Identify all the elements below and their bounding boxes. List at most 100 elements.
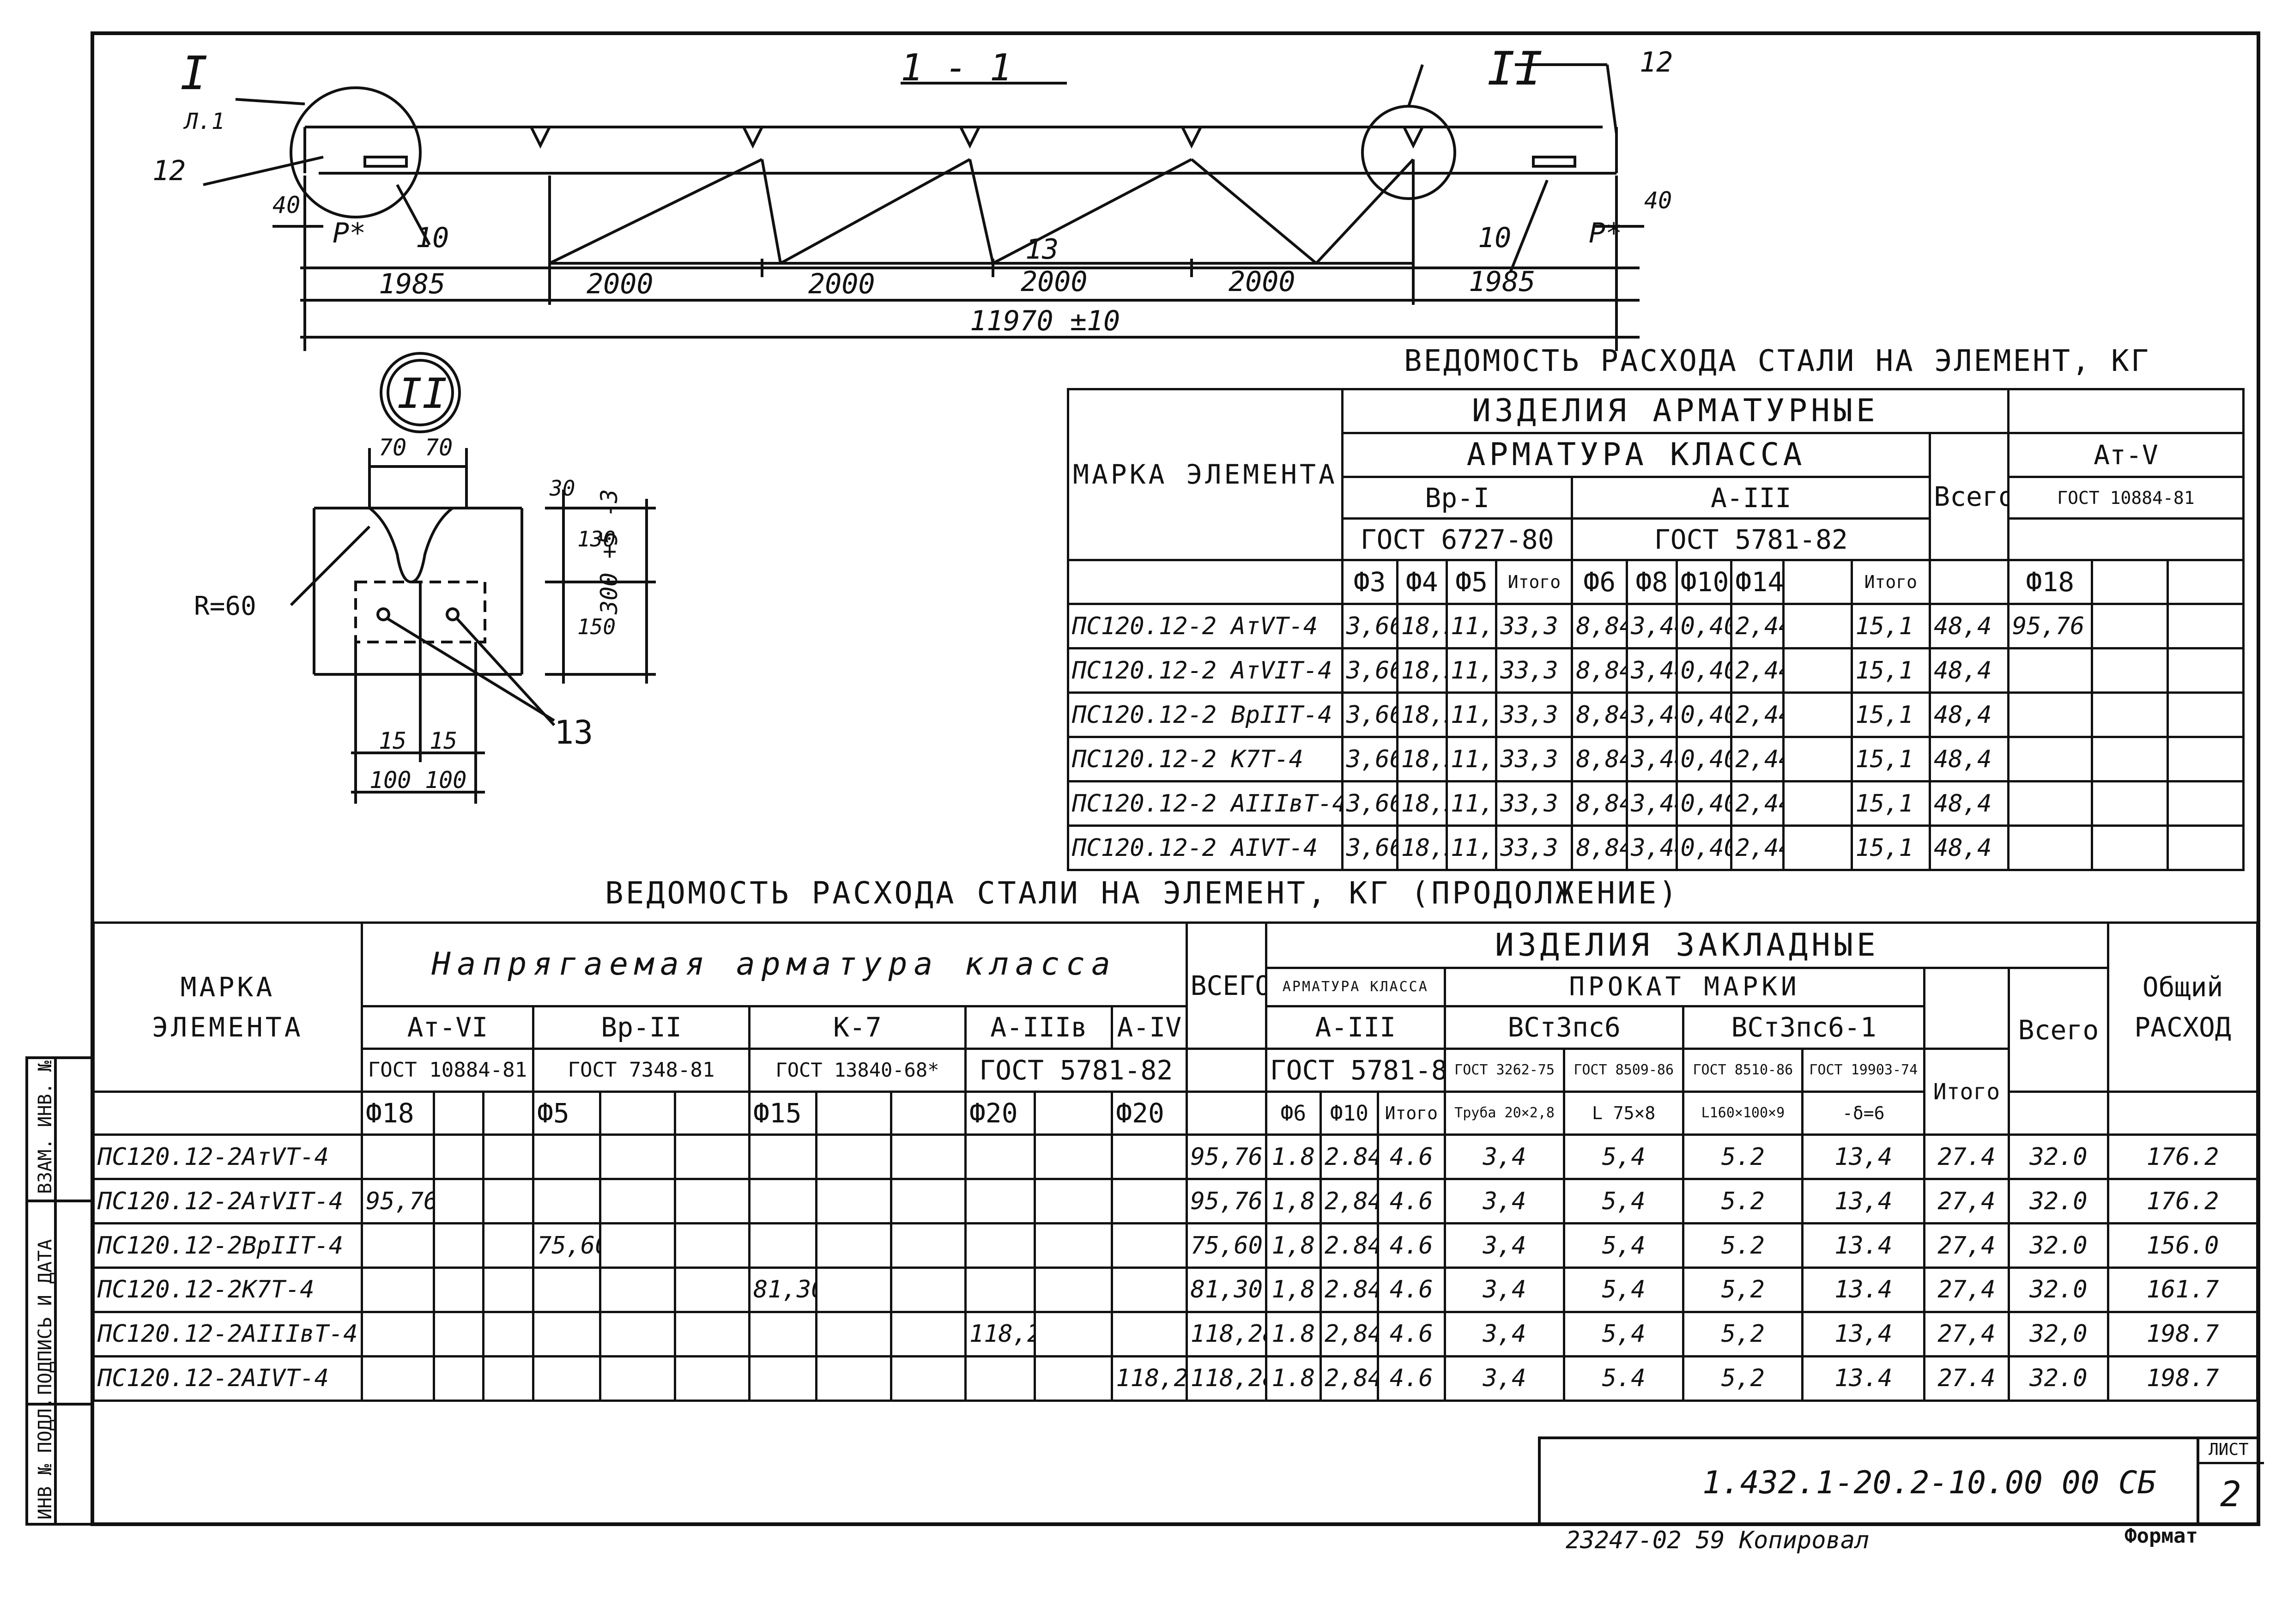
t2-h-g3: ГОСТ 13840-68* <box>748 1048 967 1093</box>
cell <box>360 1133 435 1181</box>
cell <box>2166 691 2245 738</box>
cell: 2.84 <box>1320 1222 1379 1269</box>
table-row: ПС120.12-2АIIIвТ-4 118,28 118,28 1.8 2,8… <box>92 1310 2258 1357</box>
t2-h-itogo: Итого <box>1376 1091 1446 1136</box>
cell: 3,4 <box>1443 1310 1566 1357</box>
cell: 118,28 <box>1111 1355 1188 1402</box>
cell <box>2090 736 2169 782</box>
cell <box>1111 1133 1188 1181</box>
cell <box>2107 1091 2258 1136</box>
cell <box>1111 1310 1188 1357</box>
cell: 176.2 <box>2107 1178 2258 1225</box>
cell: 32.0 <box>2007 1355 2110 1402</box>
t2-h-rolled: ПРОКАТ МАРКИ <box>1443 967 1926 1007</box>
cell <box>1034 1133 1114 1181</box>
t2-h-general: Общий РАСХОД <box>2107 921 2258 1093</box>
cell <box>432 1355 485 1402</box>
table-row: ПС120.12-2АIVТ-4 118,28 118,28 1.8 2,84 … <box>92 1355 2258 1402</box>
cell: 13.4 <box>1801 1355 1926 1402</box>
sheet-cell-divider <box>2199 1462 2264 1464</box>
cell <box>599 1133 676 1181</box>
span-dim: 2000 <box>808 268 875 300</box>
row-mark: ПС120.12-2 АтVIТ-4 <box>1067 647 1344 694</box>
cell: 33,3 <box>1495 603 1574 649</box>
cell: 2,84 <box>1320 1355 1379 1402</box>
t2-h-k7: К-7 <box>748 1005 967 1050</box>
detail-dim-100b: 100 <box>425 767 467 794</box>
callout-i-sheet: Л.1 <box>185 109 225 134</box>
table-row: ПС120.12-2АтVТ-4 95,76 1.8 2.84 4.6 3,4 … <box>92 1133 2258 1181</box>
cell <box>748 1310 818 1357</box>
table-row: ПС120.12-2 АтVIТ-4 3,6618,5011,1633,38,8… <box>1067 647 2245 694</box>
cell: 32.0 <box>2007 1222 2110 1269</box>
cell: 8,84 <box>1571 691 1628 738</box>
cell <box>1782 736 1853 782</box>
detail-dim-150: 150 <box>577 614 616 639</box>
t2-h-gost5781: ГОСТ 5781-82 <box>1265 1048 1446 1093</box>
t2-h-d1: Ф18 <box>360 1091 435 1136</box>
cell: 2,44 <box>1730 691 1785 738</box>
cell: 0,40 <box>1675 647 1733 694</box>
cell <box>2090 647 2169 694</box>
t2-h-itogo2: Итого <box>1923 1048 2010 1136</box>
table-row: ПС120.12-2 ВрIIТ-4 3,6618,5011,1633,38,8… <box>1067 691 2245 738</box>
cell: 15,1 <box>1850 647 1931 694</box>
cell <box>815 1355 892 1402</box>
cell <box>1782 780 1853 827</box>
cell: 48,4 <box>1929 603 2010 649</box>
t2-h-g1: ГОСТ 10884-81 <box>360 1048 535 1093</box>
cell: 3,44 <box>1626 603 1678 649</box>
table1-title: ВЕДОМОСТЬ РАСХОДА СТАЛИ НА ЭЛЕМЕНТ, КГ <box>1404 344 2151 378</box>
t2-h-l75: L 75×8 <box>1563 1091 1685 1136</box>
cell <box>2090 691 2169 738</box>
t1-h-mark: МАРКА ЭЛЕМЕНТА <box>1067 388 1344 561</box>
cell: 3,66 <box>1341 691 1398 738</box>
cell: 3,4 <box>1443 1178 1566 1225</box>
cell: 27.4 <box>1923 1133 2010 1181</box>
cell: 13,4 <box>1801 1310 1926 1357</box>
t2-h-embedded: ИЗДЕЛИЯ ЗАКЛАДНЫЕ <box>1265 921 2110 970</box>
cell: 1.8 <box>1265 1133 1322 1181</box>
t1-col-head <box>1067 559 1344 605</box>
cell: 75,60 <box>532 1222 602 1269</box>
detail-dim-300: 300 +5 -3 <box>596 489 623 614</box>
cell: 5,2 <box>1682 1266 1804 1313</box>
position-12-right: 12 <box>1640 46 1673 79</box>
cell <box>890 1178 967 1225</box>
cell: 118,28 <box>1185 1355 1267 1402</box>
cell <box>482 1355 535 1402</box>
t1-col-head <box>2166 559 2245 605</box>
t2-h-blank <box>1185 1048 1267 1093</box>
cell: 95,76 <box>1185 1133 1267 1181</box>
cell <box>532 1266 602 1313</box>
cell <box>599 1091 676 1136</box>
cell: 18,50 <box>1396 736 1448 782</box>
cell: 176.2 <box>2107 1133 2258 1181</box>
span-dim: 2000 <box>587 268 654 300</box>
cell: 5.2 <box>1682 1222 1804 1269</box>
cell: 118,28 <box>964 1310 1036 1357</box>
cell <box>1782 691 1853 738</box>
t2-h-g8: ГОСТ 19903-74 <box>1801 1048 1926 1093</box>
cell: 81,30 <box>1185 1266 1267 1313</box>
row-mark: ПС120.12-2АIVТ-4 <box>92 1355 363 1402</box>
cell: 3,44 <box>1626 824 1678 871</box>
cell: 11,16 <box>1445 736 1498 782</box>
cell <box>815 1178 892 1225</box>
cell <box>360 1266 435 1313</box>
row-mark: ПС120.12-2АтVIТ-4 <box>92 1178 363 1225</box>
t2-h-g5: ГОСТ 3262-75 <box>1443 1048 1566 1093</box>
cell <box>1034 1178 1114 1225</box>
steel-table-2: МАРКА ЭЛЕМЕНТА Напрягаемая арматура клас… <box>92 921 2258 1402</box>
cell <box>815 1310 892 1357</box>
cell <box>1782 824 1853 871</box>
cell: 0,40 <box>1675 824 1733 871</box>
cell: 198.7 <box>2107 1355 2258 1402</box>
t1-h-empty <box>2007 388 2245 434</box>
cell: 2.84 <box>1320 1266 1379 1313</box>
cell <box>532 1133 602 1181</box>
table2-title: ВЕДОМОСТЬ РАСХОДА СТАЛИ НА ЭЛЕМЕНТ, КГ (… <box>605 875 1680 911</box>
cell: 4.6 <box>1376 1310 1446 1357</box>
table-row: ПС120.12-2АтVIТ-4 95,76 95,76 1,8 2,84 4… <box>92 1178 2258 1225</box>
cell: 5,4 <box>1563 1222 1685 1269</box>
